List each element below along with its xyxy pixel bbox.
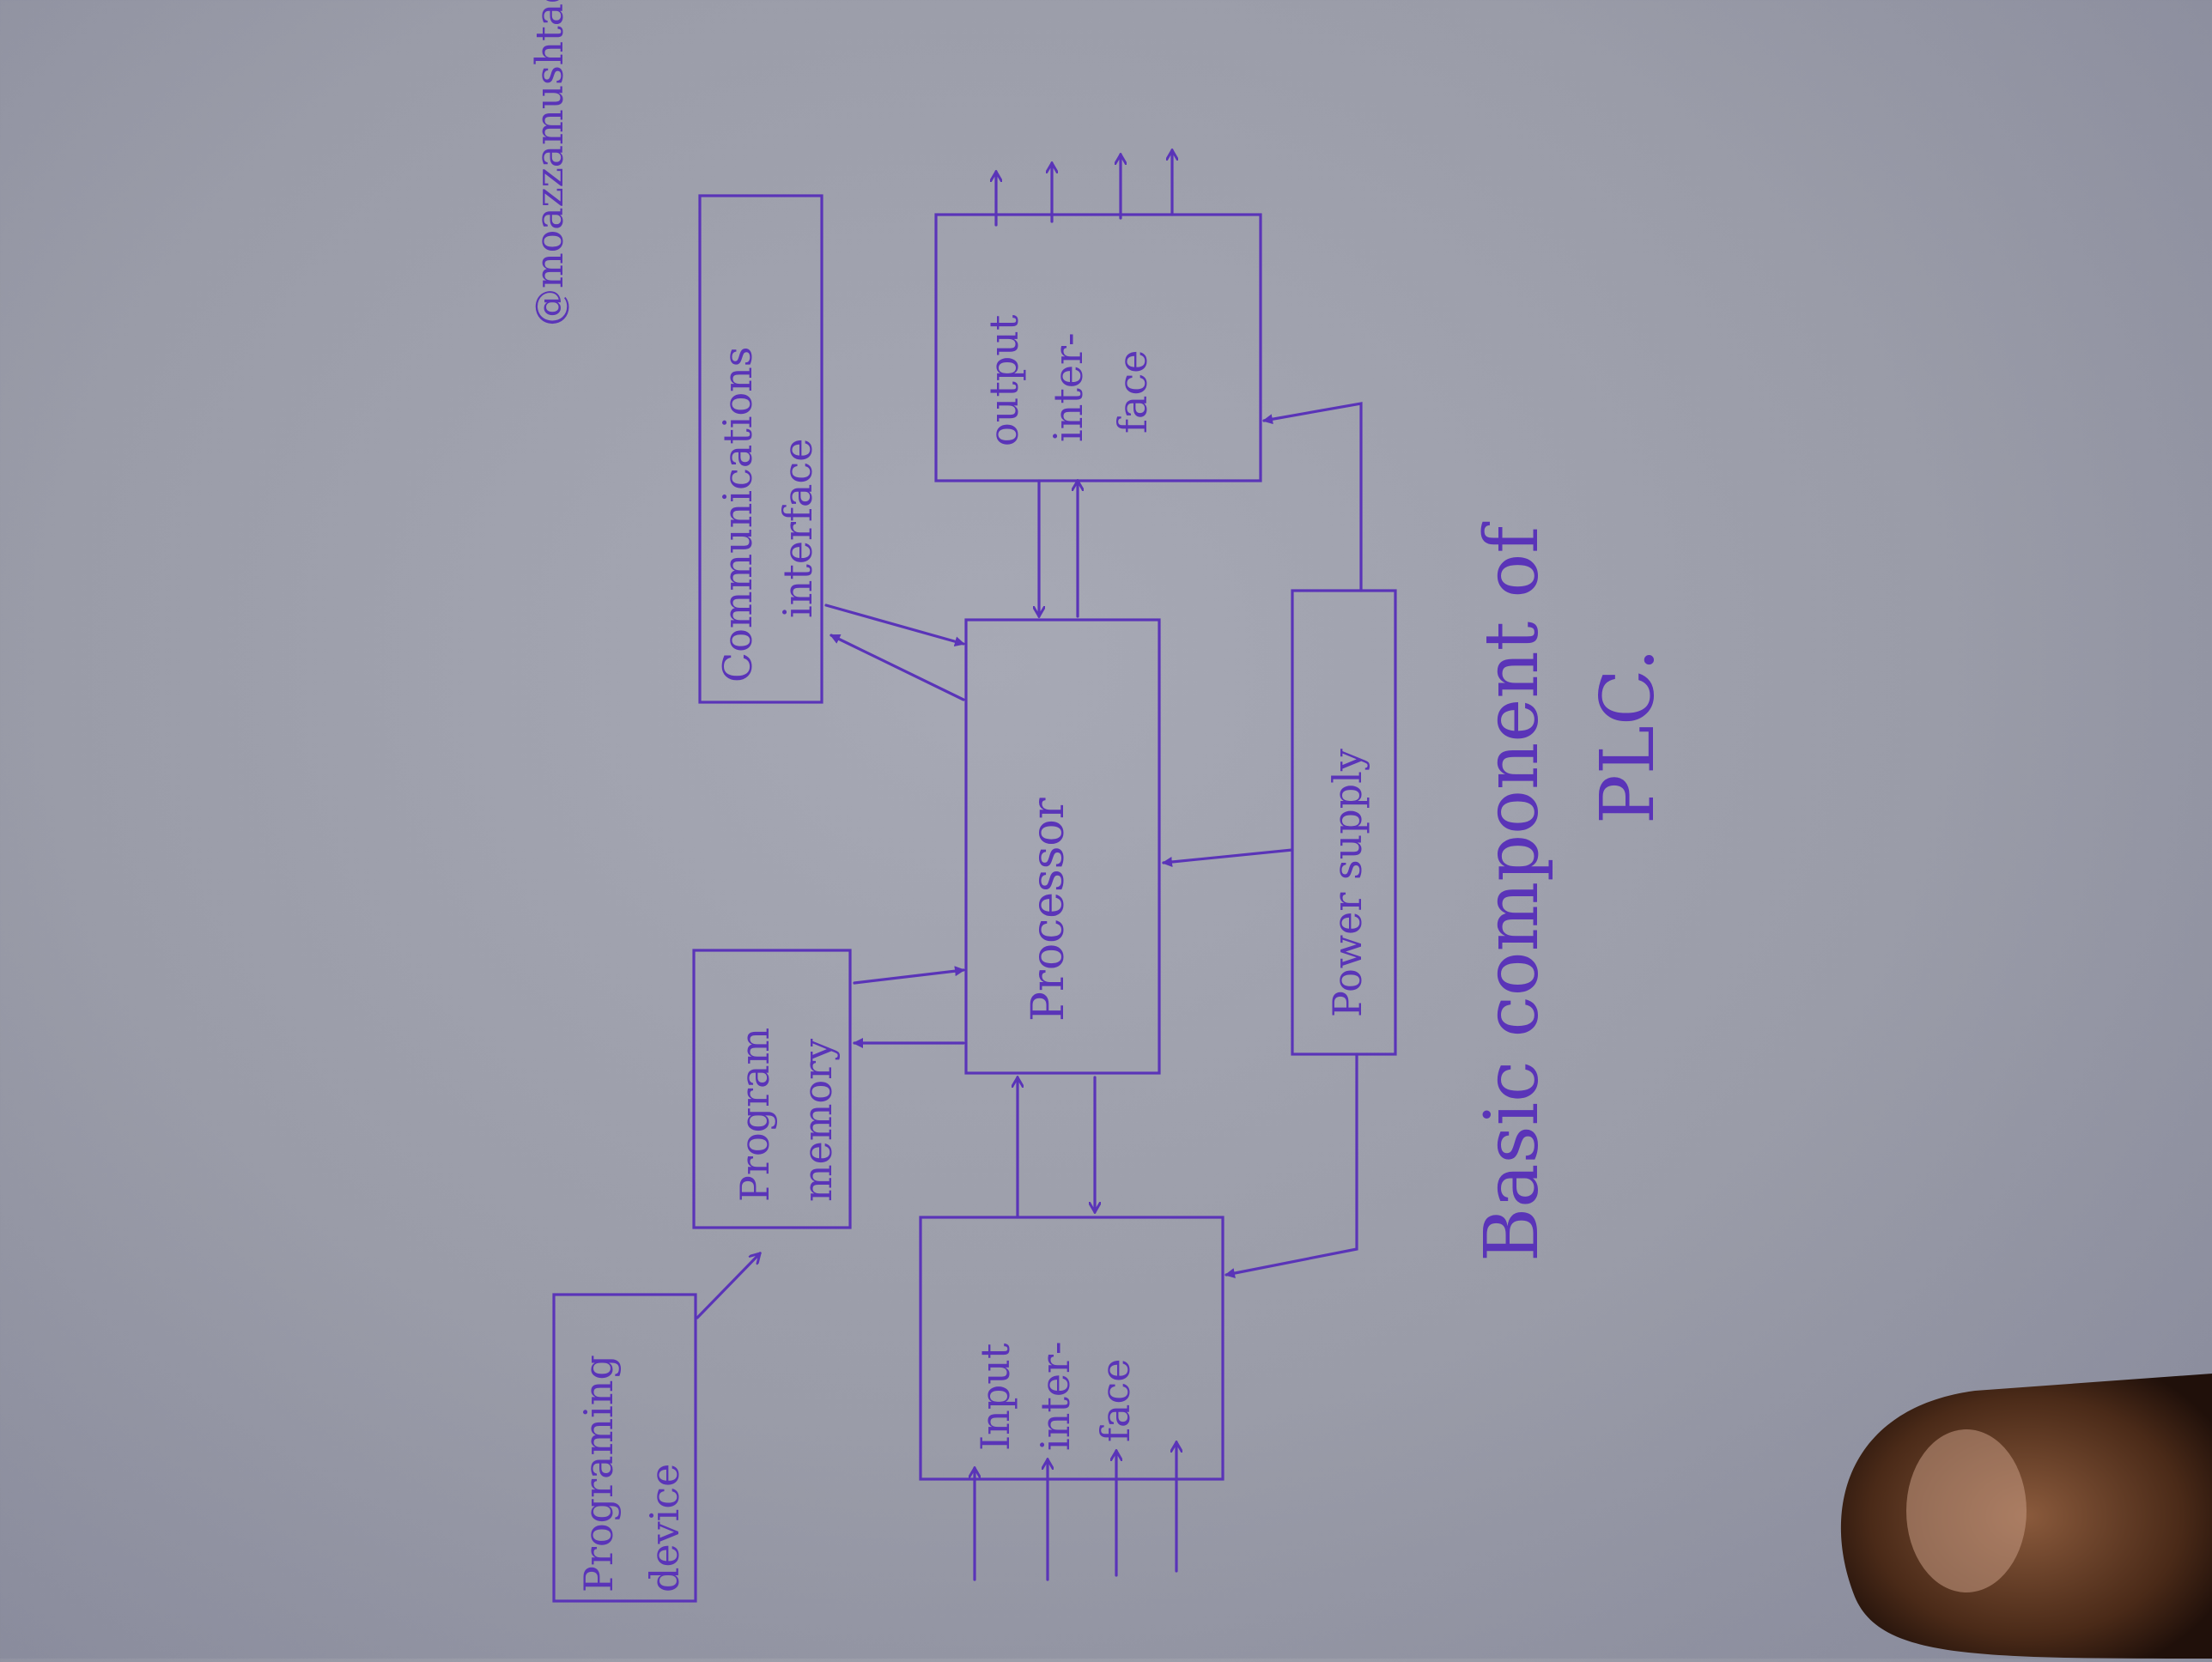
program-memory-block: Program memory [692, 949, 852, 1229]
input-interface-label-1: Input [972, 1343, 1018, 1451]
communications-interface-block: Communications interface [698, 194, 823, 704]
processor-label: Processor [1023, 798, 1074, 1022]
arrow-memory-to-processor [853, 966, 965, 985]
arrow-power-to-output [1262, 402, 1363, 592]
title-line-2: PLC. [1585, 648, 1671, 824]
programming-device-label-1: Programing [575, 1355, 622, 1592]
program-memory-label-2: memory [794, 1039, 841, 1202]
input-interface-label-3: face [1092, 1359, 1139, 1442]
arrow-power-to-processor [1162, 848, 1294, 867]
programming-device-block: Programing device [552, 1293, 697, 1603]
communications-interface-label-2: interface [775, 439, 821, 618]
finger-photo [1840, 1374, 2212, 1659]
output-interface-block: output inter- face [934, 213, 1262, 482]
arrow-comm-to-processor [824, 604, 965, 647]
output-interface-label-1: output [981, 314, 1027, 446]
output-interface-label-2: inter- [1045, 332, 1091, 442]
author-handle: @moazzamushtaq [528, 0, 572, 326]
title-line-1: Basic component of [1469, 522, 1555, 1262]
programming-device-label-2: device [641, 1464, 688, 1592]
processor-block: Processor [964, 618, 1161, 1075]
diagram-title: Basic component of PLC. [1469, 522, 1671, 1262]
arrow-programming-to-memory [696, 1253, 760, 1319]
output-interface-label-3: face [1109, 350, 1156, 434]
arrow-power-to-input [1224, 1052, 1358, 1278]
program-memory-label-1: Program [732, 1028, 778, 1202]
connections [696, 150, 1363, 1581]
power-supply-block: Power supply [1291, 589, 1397, 1056]
communications-interface-label-1: Communications [714, 347, 761, 682]
arrow-processor-to-comm [830, 634, 965, 701]
input-interface-block: Input inter- face [919, 1216, 1224, 1481]
input-interface-label-2: inter- [1032, 1341, 1079, 1451]
power-supply-label: Power supply [1324, 749, 1370, 1017]
